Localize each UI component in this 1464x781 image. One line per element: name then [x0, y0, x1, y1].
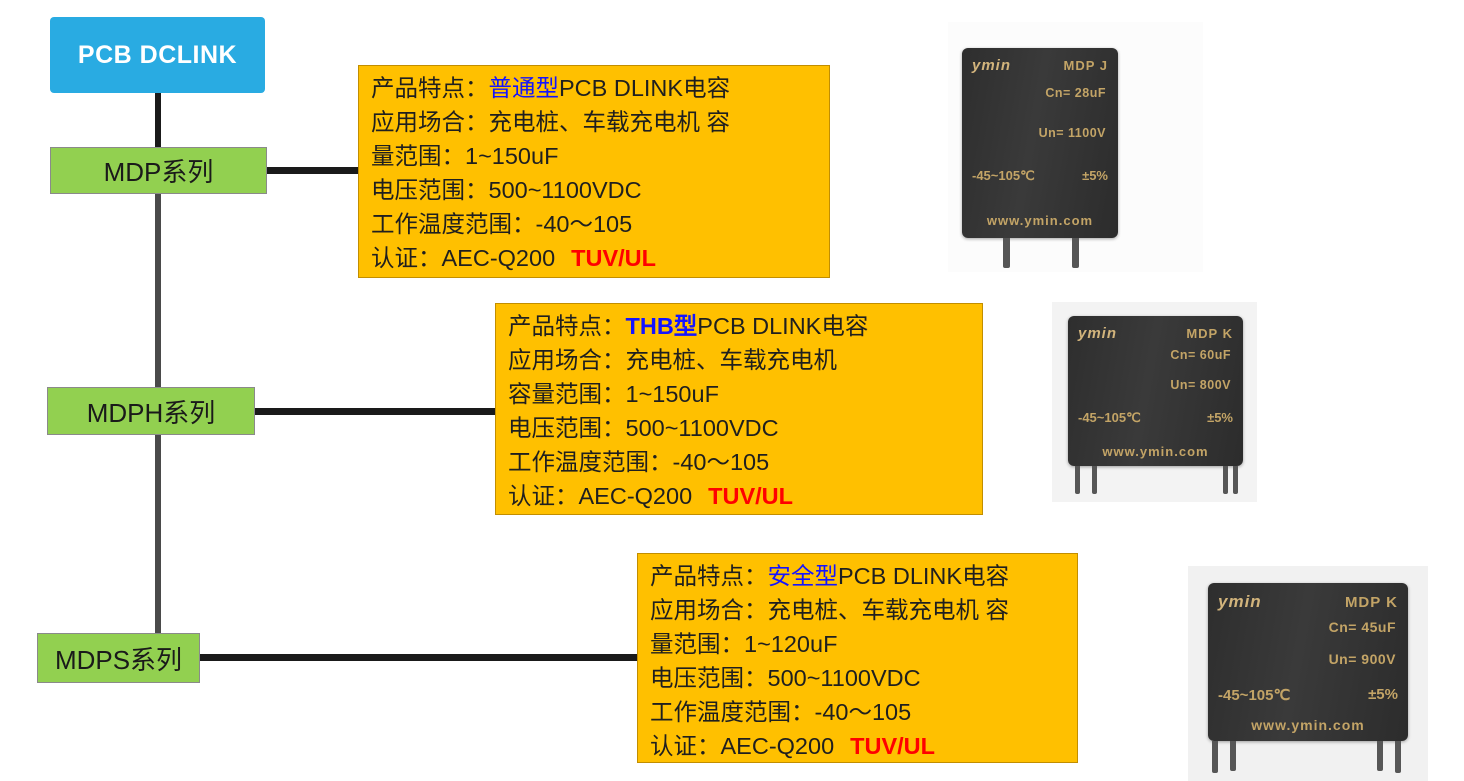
tolerance: ±5%: [1082, 168, 1108, 183]
capacitor-header: ymin MDP K: [1208, 583, 1408, 612]
temp-range: -45~105℃: [1078, 410, 1141, 425]
feature-line: 产品特点：普通型PCB DLINK电容: [371, 71, 817, 105]
capacitor-model: MDP K: [1344, 594, 1398, 611]
capacitor-lead: [1395, 741, 1401, 773]
capacitance-marking: Cn= 45uF: [1328, 619, 1396, 635]
feature-label: 产品特点：: [371, 75, 489, 101]
ymin-logo: ymin: [1218, 592, 1262, 611]
application-line: 应用场合：充电桩、车载充电机: [508, 347, 837, 373]
connector-mdp-panel: [267, 167, 359, 174]
capacitor-model: MDP J: [1063, 58, 1108, 73]
feature-type-highlight: THB型: [625, 313, 698, 339]
website-marking: www.ymin.com: [1102, 444, 1209, 459]
connector-mdps-panel: [200, 654, 638, 661]
capacitor-lead: [1377, 741, 1383, 771]
capacitor-header: ymin MDP K: [1068, 316, 1243, 342]
feature-label: 产品特点：: [508, 313, 626, 339]
temperature-marking: -45~105℃ ±5%: [962, 168, 1118, 184]
ymin-logo: ymin: [972, 57, 1012, 74]
capacitor-photo-mdp-j: ymin MDP J Cn= 28uF Un= 1100V -45~105℃ ±…: [948, 22, 1203, 272]
capacitor-lead: [1233, 466, 1238, 494]
cert-label: 认证：AEC-Q200: [650, 733, 835, 759]
website-marking: www.ymin.com: [986, 213, 1094, 228]
capacitor-photo-mdp-k-45uf: ymin MDP K Cn= 45uF Un= 900V -45~105℃ ±5…: [1188, 566, 1428, 781]
capacitor-model: MDP K: [1186, 326, 1233, 341]
feature-rest: PCB DLINK电容: [559, 75, 731, 101]
capacitor-lead: [1072, 238, 1079, 268]
series-node-mdps: MDPS系列: [37, 633, 200, 683]
website-marking: www.ymin.com: [1251, 717, 1365, 733]
capacitance-marking: Cn= 28uF: [1045, 86, 1106, 100]
connector-vertical-top: [155, 92, 161, 149]
ymin-logo: ymin: [1078, 325, 1118, 342]
voltage-marking: Un= 900V: [1328, 651, 1396, 667]
temp-range: -45~105℃: [972, 168, 1035, 183]
capacitor-header: ymin MDP J: [962, 48, 1118, 74]
capacitor-lead: [1075, 466, 1080, 494]
capacitor-body: ymin MDP J Cn= 28uF Un= 1100V -45~105℃ ±…: [962, 48, 1118, 238]
voltage-range-line: 电压范围：500~1100VDC: [508, 415, 779, 441]
temperature-marking: -45~105℃ ±5%: [1208, 686, 1408, 704]
root-node-pcb-dclink: PCB DCLINK: [50, 17, 265, 93]
capacitor-lead: [1003, 238, 1010, 268]
cert-highlight: TUV/UL: [571, 245, 656, 271]
series-node-mdp: MDP系列: [50, 147, 267, 194]
capacitance-range-line: 量范围：1~150uF: [371, 143, 559, 169]
capacitor-body: ymin MDP K Cn= 45uF Un= 900V -45~105℃ ±5…: [1208, 583, 1408, 741]
cert-label: 认证：AEC-Q200: [508, 483, 693, 509]
voltage-marking: Un= 1100V: [1038, 126, 1106, 140]
temp-range: -45~105℃: [1218, 687, 1291, 704]
cert-highlight: TUV/UL: [708, 483, 793, 509]
capacitor-lead: [1230, 741, 1236, 771]
tolerance: ±5%: [1207, 410, 1233, 425]
temperature-marking: -45~105℃ ±5%: [1068, 410, 1243, 426]
cert-label: 认证：AEC-Q200: [371, 245, 556, 271]
capacitor-lead: [1223, 466, 1228, 494]
application-line: 应用场合：充电桩、车载充电机 容: [650, 597, 1010, 623]
series-node-mdph: MDPH系列: [47, 387, 255, 435]
connector-mdph-panel: [255, 408, 496, 415]
feature-type-highlight: 安全型: [767, 563, 839, 589]
application-line: 应用场合：充电桩、车载充电机 容: [371, 109, 731, 135]
capacitor-photo-mdp-k-60uf: ymin MDP K Cn= 60uF Un= 800V -45~105℃ ±5…: [1052, 302, 1257, 502]
cert-highlight: TUV/UL: [850, 733, 935, 759]
feature-type-highlight: 普通型: [488, 75, 560, 101]
voltage-range-line: 电压范围：500~1100VDC: [371, 177, 642, 203]
spec-panel-mdp: 产品特点：普通型PCB DLINK电容 应用场合：充电桩、车载充电机 容 量范围…: [358, 65, 830, 278]
spec-panel-mdps: 产品特点：安全型PCB DLINK电容 应用场合：充电桩、车载充电机 容 量范围…: [637, 553, 1078, 763]
feature-rest: PCB DLINK电容: [697, 313, 869, 339]
temperature-range-line: 工作温度范围：-40～105: [508, 449, 770, 475]
feature-line: 产品特点：THB型PCB DLINK电容: [508, 309, 970, 343]
certification-line: 认证：AEC-Q200 TUV/UL: [371, 241, 817, 275]
certification-line: 认证：AEC-Q200 TUV/UL: [508, 479, 970, 513]
certification-line: 认证：AEC-Q200 TUV/UL: [650, 729, 1065, 762]
capacitance-range-line: 容量范围：1~150uF: [508, 381, 719, 407]
capacitance-range-line: 量范围：1~120uF: [650, 631, 838, 657]
feature-rest: PCB DLINK电容: [838, 563, 1010, 589]
capacitor-body: ymin MDP K Cn= 60uF Un= 800V -45~105℃ ±5…: [1068, 316, 1243, 466]
feature-label: 产品特点：: [650, 563, 768, 589]
voltage-range-line: 电压范围：500~1100VDC: [650, 665, 921, 691]
capacitance-marking: Cn= 60uF: [1170, 348, 1231, 362]
voltage-marking: Un= 800V: [1170, 378, 1231, 392]
capacitor-lead: [1092, 466, 1097, 494]
feature-line: 产品特点：安全型PCB DLINK电容: [650, 559, 1065, 593]
temperature-range-line: 工作温度范围：-40～105: [650, 699, 912, 725]
temperature-range-line: 工作温度范围：-40～105: [371, 211, 633, 237]
capacitor-lead: [1212, 741, 1218, 773]
tolerance: ±5%: [1368, 686, 1398, 703]
spec-panel-mdph: 产品特点：THB型PCB DLINK电容 应用场合：充电桩、车载充电机 容量范围…: [495, 303, 983, 515]
